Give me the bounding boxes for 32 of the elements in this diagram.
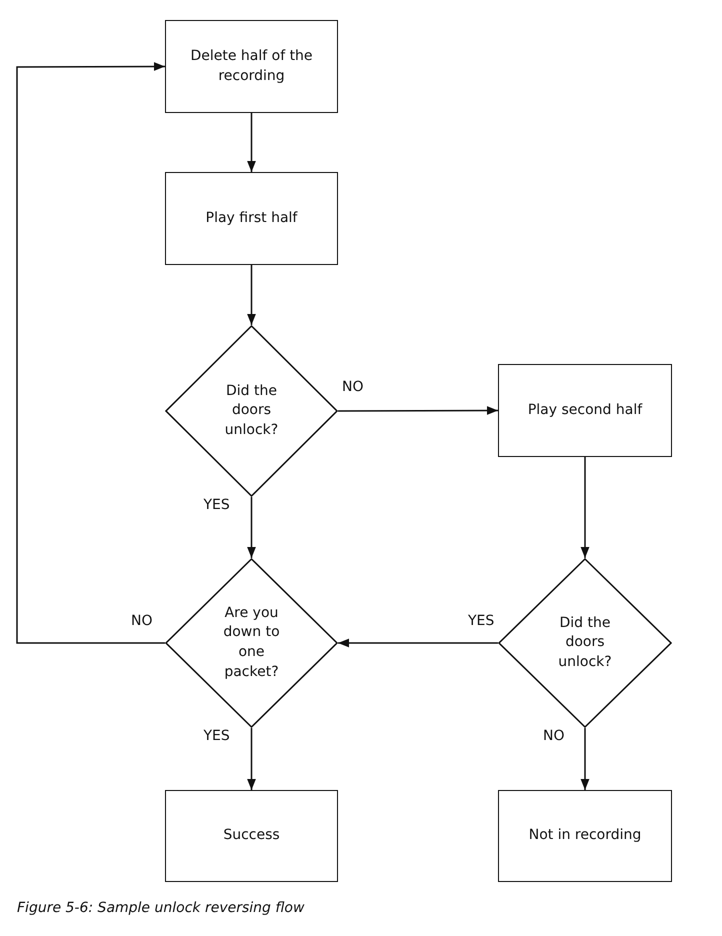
arrow [580,457,590,558]
arrow [16,62,165,644]
process-box [165,20,338,113]
process-box [498,790,672,882]
edge-label: YES [204,497,230,513]
decision-diamond [498,558,672,728]
arrow [338,638,498,648]
arrow [247,265,256,325]
decision-diamond [165,325,338,497]
arrow [247,728,256,790]
process-box [498,364,672,457]
process-box [165,172,338,265]
edge-label: NO [543,728,564,744]
arrow [247,113,256,172]
arrow [580,728,590,790]
edge-label: NO [131,613,152,629]
arrow [247,497,256,558]
node-label: Not in recording [528,826,642,846]
edge-label: YES [468,613,494,629]
node-label: Are you down to one packet? [222,604,281,682]
figure-caption: Figure 5-6: Sample unlock reversing flow [17,900,304,916]
arrow [338,406,498,415]
process-box [165,790,338,882]
decision-diamond [165,558,338,728]
node-label: Did the doors unlock? [557,614,613,672]
node-label: Delete half of the recording [189,46,314,86]
node-label: Play second half [526,400,644,420]
edge-label: NO [342,379,364,395]
node-label: Did the doors unlock? [224,382,280,440]
node-label: Play first half [204,208,298,228]
edge-label: YES [204,728,230,744]
node-label: Success [222,826,281,846]
